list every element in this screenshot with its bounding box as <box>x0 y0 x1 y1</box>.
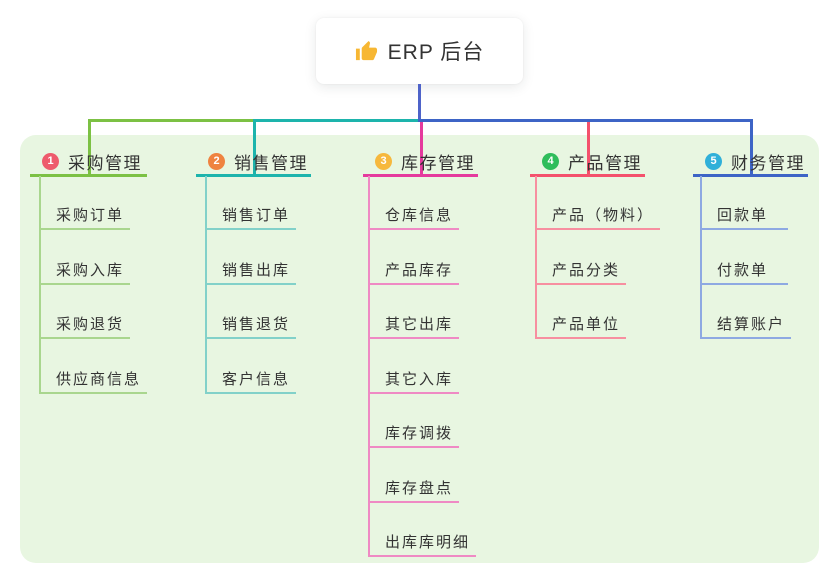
branch-3-drop-line <box>420 122 423 176</box>
branch-2-header[interactable]: 2 销售管理 <box>208 150 308 173</box>
branch-1-child-node[interactable]: 采购订单 <box>39 204 131 230</box>
branch-2-child-node[interactable]: 销售订单 <box>205 204 297 230</box>
branch-1-child-node[interactable]: 采购退货 <box>39 313 131 339</box>
branch-1-drop-line <box>88 119 91 176</box>
branch-3-header[interactable]: 3 库存管理 <box>375 150 475 173</box>
branch-1-child-node[interactable]: 供应商信息 <box>39 368 148 394</box>
branch-2-underline <box>196 174 311 177</box>
trunk-segment-middle <box>253 119 421 122</box>
branch-3-child-node[interactable]: 库存盘点 <box>368 477 460 503</box>
branch-3-child-node[interactable]: 仓库信息 <box>368 204 460 230</box>
branch-4-child-node[interactable]: 产品（物料） <box>535 204 661 230</box>
branch-5-drop-line <box>750 119 753 176</box>
branch-3-child-node[interactable]: 产品库存 <box>368 259 460 285</box>
branch-4-child-node[interactable]: 产品单位 <box>535 313 627 339</box>
branch-5-child-node[interactable]: 结算账户 <box>700 313 792 339</box>
branch-4-header[interactable]: 4 产品管理 <box>542 150 642 173</box>
branch-2-number-badge: 2 <box>208 152 225 170</box>
branch-2-spine <box>205 176 207 394</box>
branch-3-label: 库存管理 <box>401 153 475 173</box>
branch-3-child-node[interactable]: 其它出库 <box>368 313 460 339</box>
branch-4-number-badge: 4 <box>542 152 559 170</box>
branch-3-spine <box>368 176 370 557</box>
branch-2-drop-line <box>253 119 256 176</box>
branch-4-spine <box>535 176 537 339</box>
branch-3-child-node[interactable]: 出库库明细 <box>368 531 477 557</box>
branch-5-underline <box>693 174 808 177</box>
branch-1-number-badge: 1 <box>42 152 59 170</box>
branch-5-child-node[interactable]: 付款单 <box>700 259 788 285</box>
branch-1-header[interactable]: 1 采购管理 <box>42 150 142 173</box>
branch-2-child-node[interactable]: 销售退货 <box>205 313 297 339</box>
branch-5-spine <box>700 176 702 339</box>
thumbs-up-icon <box>355 40 377 60</box>
branch-1-spine <box>39 176 41 394</box>
branch-3-child-node[interactable]: 库存调拨 <box>368 422 460 448</box>
branch-2-child-node[interactable]: 销售出库 <box>205 259 297 285</box>
branch-5-number-badge: 5 <box>705 152 722 170</box>
branch-4-child-node[interactable]: 产品分类 <box>535 259 627 285</box>
branch-2-child-node[interactable]: 客户信息 <box>205 368 297 394</box>
trunk-segment-left <box>88 119 253 122</box>
root-node[interactable]: ERP 后台 <box>316 18 523 84</box>
branch-2-label: 销售管理 <box>234 153 308 173</box>
branch-5-header[interactable]: 5 财务管理 <box>705 150 805 173</box>
mindmap-background-panel <box>20 135 819 563</box>
branch-1-child-node[interactable]: 采购入库 <box>39 259 131 285</box>
branch-5-label: 财务管理 <box>731 153 805 173</box>
trunk-segment-right <box>418 119 753 122</box>
branch-4-underline <box>530 174 645 177</box>
branch-4-drop-line <box>587 122 590 176</box>
root-node-title: ERP 后台 <box>387 41 485 64</box>
branch-3-underline <box>363 174 478 177</box>
branch-3-number-badge: 3 <box>375 152 392 170</box>
branch-4-label: 产品管理 <box>568 153 642 173</box>
branch-1-underline <box>30 174 147 177</box>
root-connector-line <box>418 84 421 120</box>
branch-3-child-node[interactable]: 其它入库 <box>368 368 460 394</box>
branch-1-label: 采购管理 <box>68 153 142 173</box>
branch-5-child-node[interactable]: 回款单 <box>700 204 788 230</box>
